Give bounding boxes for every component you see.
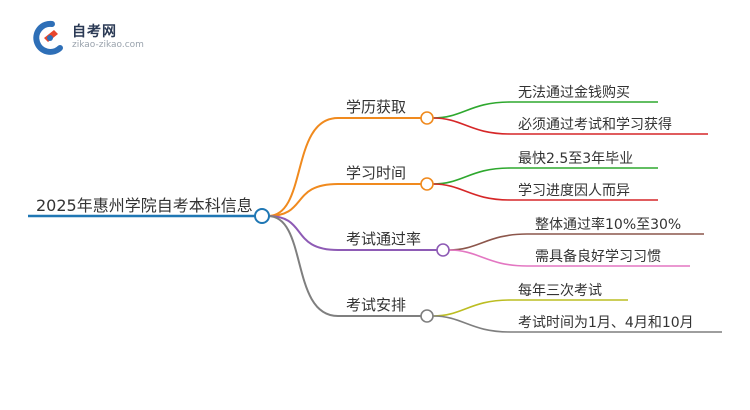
leaf-label: 学习进度因人而异 <box>518 183 630 199</box>
mindmap-nodes: 2025年惠州学院自考本科信息学历获取无法通过金钱购买必须通过考试和学习获得学习… <box>36 85 694 331</box>
branch-link <box>267 117 339 217</box>
logo-mark-icon <box>33 20 63 55</box>
branch-link <box>267 183 339 217</box>
logo-url: zikao-zikao.com <box>72 40 144 50</box>
leaf-link <box>432 101 511 119</box>
branch-label: 学习时间 <box>346 164 406 182</box>
leaf-link <box>432 167 511 185</box>
leaf-label: 整体通过率10%至30% <box>535 216 681 233</box>
branch-label: 考试安排 <box>346 296 406 314</box>
leaf-link <box>448 233 528 251</box>
leaf-link <box>432 315 511 333</box>
leaf-link <box>432 183 511 201</box>
branch-link <box>267 215 339 251</box>
leaf-link <box>432 117 511 135</box>
branch-node[interactable] <box>420 111 434 125</box>
leaf-label: 考试时间为1月、4月和10月 <box>518 315 694 331</box>
mindmap-links <box>28 101 722 333</box>
leaf-label: 必须通过考试和学习获得 <box>518 116 672 133</box>
branch-link <box>267 215 339 317</box>
root-node[interactable] <box>254 208 270 224</box>
branch-node[interactable] <box>420 177 434 191</box>
leaf-label: 需具备良好学习习惯 <box>535 248 661 265</box>
leaf-label: 无法通过金钱购买 <box>518 85 630 101</box>
branch-label: 学历获取 <box>346 98 406 116</box>
leaf-label: 每年三次考试 <box>518 283 602 299</box>
leaf-label: 最快2.5至3年毕业 <box>518 151 633 167</box>
branch-label: 考试通过率 <box>346 230 421 248</box>
logo-name: 自考网 <box>72 24 117 40</box>
branch-node[interactable] <box>436 243 450 257</box>
site-logo[interactable]: 自考网 zikao-zikao.com <box>30 20 170 60</box>
leaf-link <box>432 299 511 317</box>
leaf-link <box>448 249 528 267</box>
root-label: 2025年惠州学院自考本科信息 <box>36 196 253 215</box>
branch-node[interactable] <box>420 309 434 323</box>
